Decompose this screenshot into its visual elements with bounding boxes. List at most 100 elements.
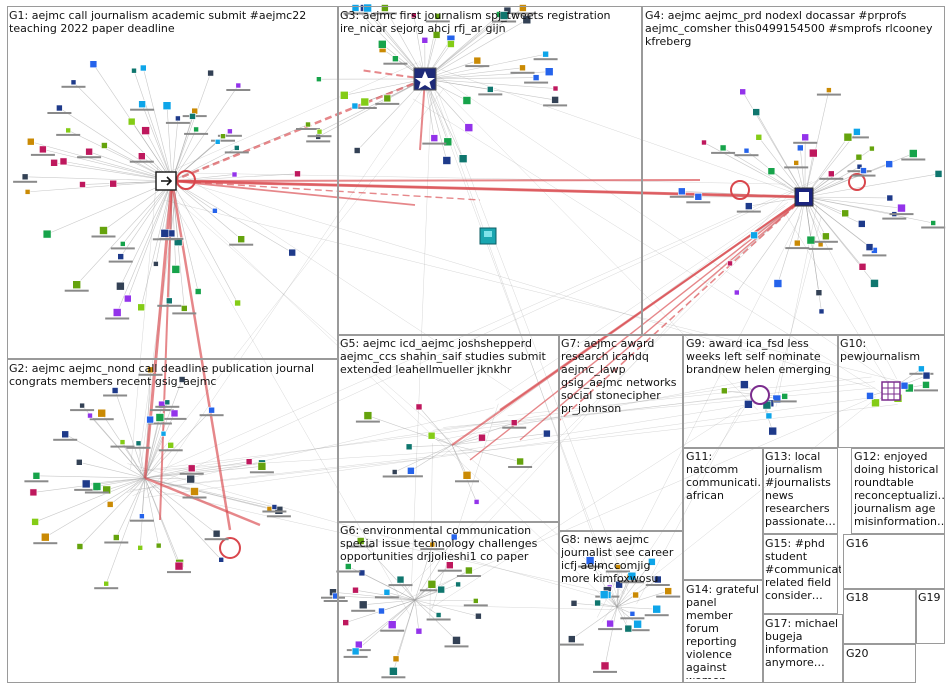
vertex: [458, 154, 468, 163]
vertex: [116, 281, 125, 291]
vertex-label-mark: [383, 62, 408, 65]
edge: [139, 477, 146, 548]
vertex: [740, 380, 749, 389]
edge: [144, 466, 262, 479]
edge: [772, 216, 822, 404]
vertex-label-mark: [374, 596, 399, 599]
edge: [434, 91, 615, 597]
vertex: [99, 226, 108, 235]
group-label-g17: G17: michael bugeja information anymore…: [765, 617, 842, 669]
vertex: [139, 513, 145, 520]
vertex: [29, 488, 38, 497]
edge: [417, 63, 758, 411]
vertex-label-mark: [372, 12, 397, 15]
edge: [451, 437, 483, 446]
group-box-g15: [763, 534, 838, 614]
vertex-label-mark: [84, 491, 109, 494]
vertex: [61, 430, 70, 439]
edge: [166, 105, 173, 182]
vertex: [220, 133, 226, 139]
vertex-label-mark: [382, 475, 407, 478]
vertex-label-mark: [61, 85, 86, 88]
vertex: [885, 160, 894, 168]
edge: [571, 606, 618, 640]
vertex: [767, 167, 776, 175]
edge: [804, 196, 895, 215]
vertex-label-mark: [598, 628, 623, 631]
vertex-label-mark: [266, 515, 291, 518]
vertex: [378, 607, 385, 615]
vertex: [26, 137, 35, 146]
vertex: [234, 145, 240, 151]
edge: [122, 441, 146, 479]
edge: [414, 544, 433, 601]
vertex: [76, 543, 84, 550]
vertex: [510, 419, 518, 427]
edge: [129, 88, 444, 492]
vertex-label-mark: [669, 195, 694, 198]
vertex: [427, 579, 437, 589]
vertex: [193, 126, 199, 133]
edge: [432, 420, 508, 431]
vertex: [383, 94, 392, 103]
group-box-g4: [642, 6, 945, 335]
edge: [424, 7, 524, 80]
edge: [96, 477, 146, 487]
vertex: [56, 104, 63, 112]
vertex: [499, 11, 509, 20]
edge: [144, 476, 261, 527]
vertex-label-mark: [524, 81, 549, 84]
group-box-g13: [763, 448, 838, 534]
edge: [171, 118, 179, 182]
group-box-g16: [843, 534, 945, 589]
arrow-icon: [155, 171, 177, 191]
vertex: [103, 580, 109, 587]
vertex: [396, 575, 405, 584]
vertex: [50, 159, 58, 167]
vertex-label-mark: [456, 575, 481, 577]
vertex-label-mark: [217, 134, 242, 137]
vertex: [102, 485, 111, 495]
vertex-label-mark: [793, 141, 818, 144]
vertex: [437, 585, 446, 594]
edge: [144, 396, 877, 498]
edge: [171, 180, 177, 270]
edge: [804, 196, 902, 209]
vertex: [351, 4, 360, 12]
edge: [147, 70, 436, 497]
edge: [143, 449, 472, 471]
edge: [178, 194, 614, 607]
vertex: [218, 556, 224, 563]
vertex: [801, 133, 810, 142]
group-label-g3: G3: aejmc first journalism spj_tweets re…: [340, 9, 615, 35]
vertex: [435, 612, 442, 618]
vertex-label-mark: [167, 571, 191, 574]
vertex: [442, 156, 452, 165]
vertex: [727, 260, 733, 267]
vertex: [212, 529, 221, 538]
vertex: [918, 365, 925, 373]
edge: [27, 180, 173, 193]
vertex-label-mark: [508, 466, 533, 468]
vertex: [173, 237, 183, 246]
group-label-g8: G8: news aejmc journalist see career icf…: [561, 533, 677, 585]
group-label-g12: G12: enjoyed doing historical roundtable…: [854, 450, 944, 528]
vertex: [870, 279, 879, 288]
vertex: [857, 220, 866, 228]
edge: [424, 15, 505, 80]
edge: [30, 141, 173, 182]
edge: [451, 433, 547, 446]
vertex: [162, 101, 172, 110]
vertex-label-mark: [444, 645, 469, 648]
vertex: [153, 261, 159, 267]
edge: [68, 130, 173, 182]
vertex: [383, 588, 391, 596]
vertex-label-mark: [103, 394, 128, 397]
edge: [42, 149, 173, 182]
edge: [424, 14, 500, 80]
vertex: [853, 128, 861, 136]
vertex: [227, 128, 233, 135]
edge: [144, 477, 160, 546]
vertex: [305, 121, 311, 128]
